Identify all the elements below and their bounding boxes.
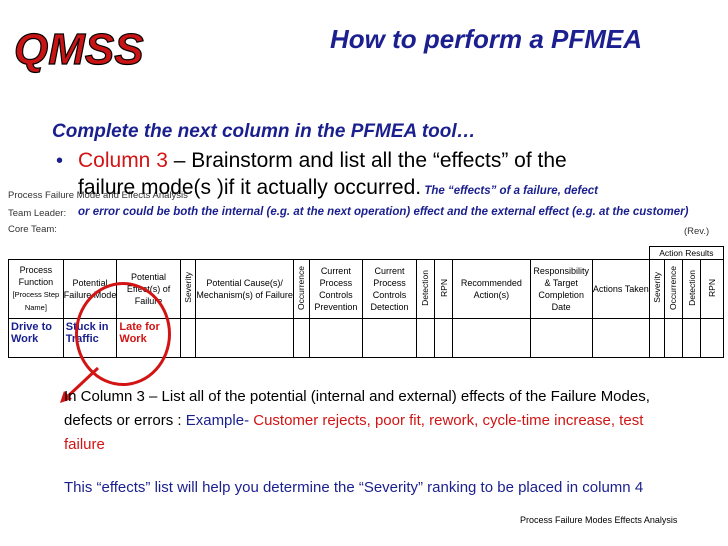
col-occurrence: Occurrence — [293, 259, 310, 319]
core-team-label: Core Team: — [8, 224, 57, 235]
col-responsibility: Responsibility & Target Completion Date — [529, 259, 593, 319]
bullet-line-1-text: – Brainstorm and list all the “effects” … — [167, 149, 567, 172]
cell-process: Drive to Work — [8, 318, 64, 358]
example-label: Example- — [185, 412, 250, 429]
col-occurrence-2: Occurrence — [663, 259, 684, 319]
form-title: Process Failure Mode and Effects Analysi… — [8, 190, 188, 201]
table-row: Drive to Work Stuck in Traffic Late for … — [8, 318, 724, 358]
team-leader-label: Team Leader: — [8, 208, 67, 219]
col-recommended: Recommended Action(s) — [452, 259, 531, 319]
bullet-line-1: Column 3 – Brainstorm and list all the “… — [78, 147, 567, 175]
effects-note: or error could be both the internal (e.g… — [78, 206, 689, 218]
highlight-circle — [75, 282, 171, 386]
col-severity-2: Severity — [648, 259, 665, 319]
bullet-dot-icon: • — [56, 150, 64, 172]
col-causes: Potential Cause(s)/ Mechanism(s) of Fail… — [194, 259, 295, 319]
action-results-header: Action Results — [648, 246, 725, 260]
column-3-label: Column 3 — [78, 149, 168, 172]
col-actions-taken: Actions Taken — [591, 259, 650, 319]
arrow-icon — [60, 366, 100, 403]
example-list: Customer rejects, poor fit, rework, cycl… — [64, 412, 644, 453]
col-detection: Detection — [415, 259, 436, 319]
col-rpn-2: RPN — [700, 259, 724, 319]
instruction-paragraph: In Column 3 – List all of the potential … — [64, 388, 650, 453]
rev-label: (Rev.) — [684, 226, 710, 237]
col-rpn: RPN — [434, 259, 454, 319]
footer-text: Process Failure Modes Effects Analysis — [520, 515, 678, 525]
col-process-function: Process Function[Process Step Name] — [8, 259, 64, 319]
col-prevention: Current Process Controls Prevention — [308, 259, 364, 319]
slide-subtitle: Complete the next column in the PFMEA to… — [52, 121, 476, 142]
severity-note: This “effects” list will help you determ… — [64, 479, 644, 496]
note-inline: The “effects” of a failure, defect — [424, 185, 598, 197]
col-severity: Severity — [179, 259, 196, 319]
logo-text: QMSS — [14, 25, 144, 74]
col-detection-controls: Current Process Controls Detection — [362, 259, 417, 319]
bullet-line-2-text: failure mode(s )if it actually occurred. — [78, 176, 422, 199]
col-detection-2: Detection — [682, 259, 702, 319]
bullet-line-2: failure mode(s )if it actually occurred.… — [78, 174, 598, 205]
page-title: How to perform a PFMEA — [330, 24, 643, 54]
qmss-logo: QMSS — [13, 24, 144, 74]
